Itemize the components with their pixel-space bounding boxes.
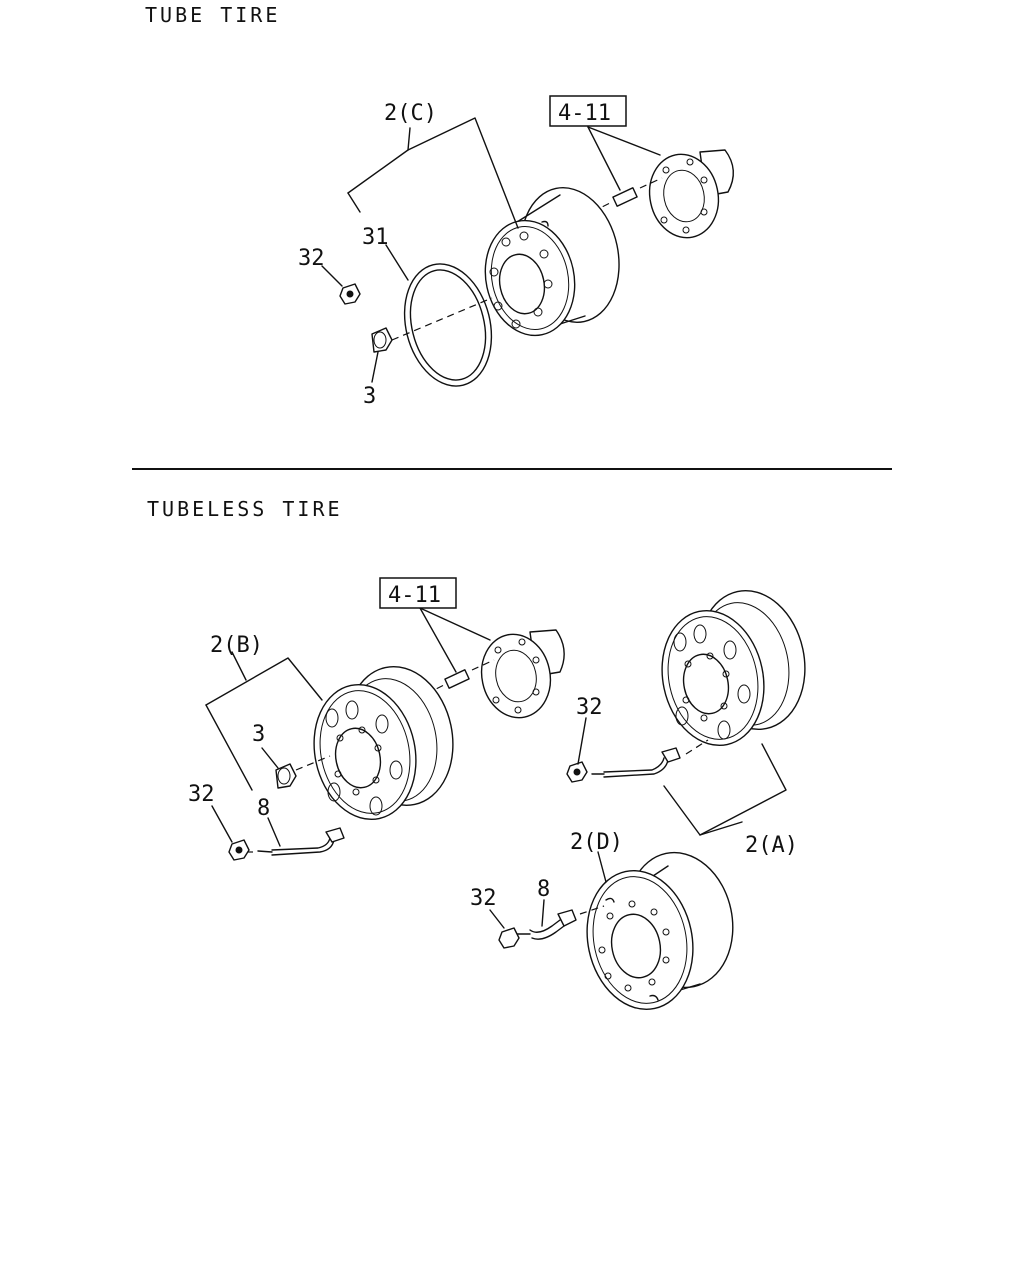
tube-tire-title: TUBE TIRE bbox=[145, 3, 280, 27]
ref-box-tubeless bbox=[379, 577, 457, 609]
tubeless-nut-right bbox=[566, 761, 588, 783]
ref-box-tubeless-label: 4-11 bbox=[388, 583, 441, 608]
callout-8-left: 8 bbox=[257, 796, 270, 821]
tube-side-ring bbox=[403, 263, 493, 387]
tubeless-valve-right bbox=[591, 739, 709, 778]
tubeless-valve-left bbox=[246, 827, 345, 856]
callout-3-tubeless: 3 bbox=[252, 722, 265, 747]
callout-3-tube: 3 bbox=[363, 384, 376, 409]
tubeless-wheel-b bbox=[313, 665, 454, 821]
ref-box-tube-label: 4-11 bbox=[558, 101, 611, 126]
tubeless-assembly: 4-11 2(B) 3 32 8 32 2(A) 2(D) 32 8 bbox=[188, 577, 806, 1011]
callout-2d: 2(D) bbox=[570, 830, 623, 855]
callout-32-tube: 32 bbox=[298, 246, 325, 271]
tubeless-tire-title: TUBELESS TIRE bbox=[147, 497, 343, 521]
tubeless-hub bbox=[480, 629, 565, 719]
callout-32-right: 32 bbox=[576, 695, 603, 720]
callout-32-left: 32 bbox=[188, 782, 215, 807]
tube-wheel bbox=[484, 187, 620, 337]
callout-2c: 2(C) bbox=[384, 101, 437, 126]
callout-32-bottom: 32 bbox=[470, 886, 497, 911]
tubeless-cap-nut bbox=[275, 763, 297, 789]
tube-hub bbox=[648, 149, 734, 239]
callout-2b: 2(B) bbox=[210, 633, 263, 658]
tubeless-nut-bottom bbox=[498, 927, 520, 949]
tubeless-wheel-a bbox=[661, 589, 806, 747]
tube-wheel-nut bbox=[339, 283, 361, 305]
callout-2a: 2(A) bbox=[745, 833, 798, 858]
callout-31: 31 bbox=[362, 225, 389, 250]
tube-assembly: 2(C) 4-11 31 32 3 bbox=[298, 95, 734, 409]
tube-cap-nut bbox=[371, 327, 393, 353]
tubeless-nut-left bbox=[228, 839, 250, 861]
tubeless-valve-bottom bbox=[515, 905, 605, 940]
tubeless-wheel-d bbox=[586, 851, 734, 1011]
ref-box-tube bbox=[549, 95, 627, 127]
callout-8-bottom: 8 bbox=[537, 877, 550, 902]
